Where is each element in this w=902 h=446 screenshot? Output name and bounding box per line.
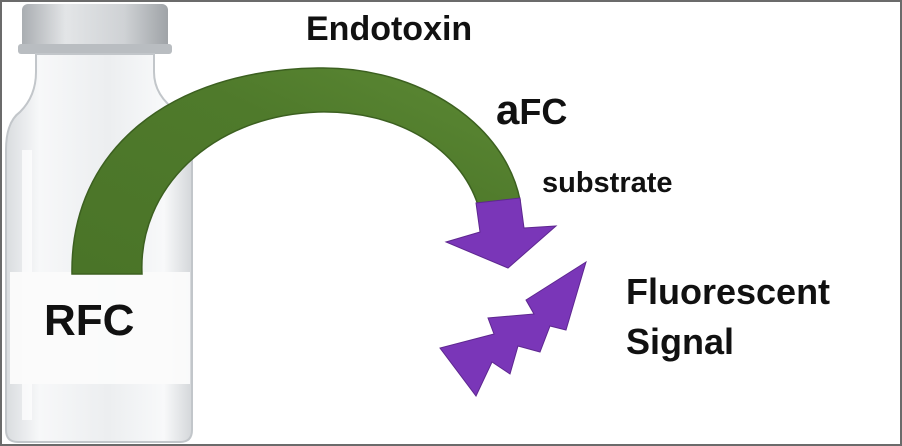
rfc-label: RFC [44,296,134,345]
fluorescent-label: Fluorescent [626,271,830,312]
afc-prefix: a [496,86,520,133]
arrow-head [444,197,558,269]
vial-cap-rim [18,44,172,54]
vial-label [10,272,190,384]
substrate-label: substrate [542,167,673,199]
afc-suffix: FC [519,91,567,132]
signal-label: Signal [626,321,734,362]
lightning-bolt-icon [439,260,587,397]
endotoxin-label: Endotoxin [306,10,472,48]
vial-cap [22,4,168,52]
afc-label: aFC [496,86,567,133]
curved-arrow-icon [71,67,521,275]
